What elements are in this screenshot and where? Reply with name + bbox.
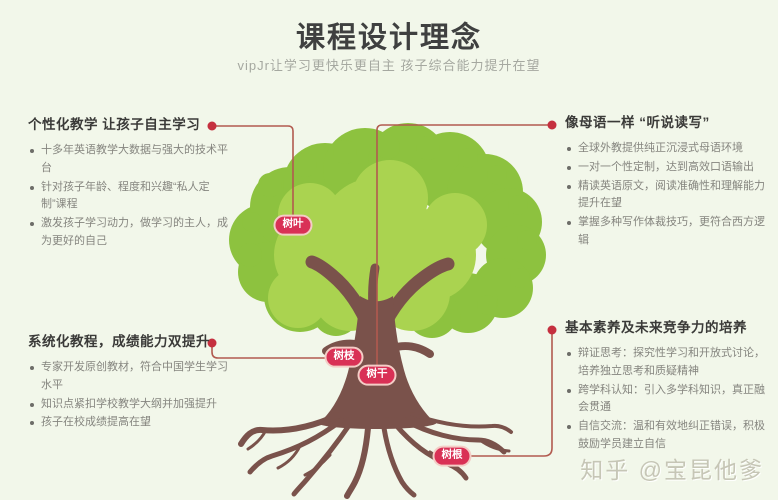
- zhihu-watermark: 知乎 @宝昆他爹: [580, 457, 764, 483]
- block-native-language: 像母语一样 “听说读写” 全球外教提供纯正沉浸式母语环境一对一个性定制，达到高效…: [565, 111, 765, 251]
- bullet-item: 激发孩子学习动力，做学习的主人，成为更好的自己: [28, 215, 228, 251]
- block-heading: 像母语一样 “听说读写”: [565, 115, 710, 130]
- block-heading: 基本素养及未来竞争力的培养: [565, 320, 747, 335]
- bullet-item: 针对孩子年龄、程度和兴趣“私人定制”课程: [28, 179, 228, 215]
- bullet-item: 全球外教提供纯正沉浸式母语环境: [565, 140, 765, 158]
- label-trunk: 树干: [357, 364, 397, 386]
- bullet-item: 辩证思考：探究性学习和开放式讨论，培养独立思考和质疑精神: [565, 345, 767, 381]
- connector-leaves: [214, 125, 294, 216]
- dot-top-right: [547, 120, 557, 130]
- label-branches: 树枝: [324, 346, 364, 368]
- bullet-list: 十多年英语教学大数据与强大的技术平台针对孩子年龄、程度和兴趣“私人定制”课程激发…: [28, 142, 228, 251]
- block-personalized-teaching: 个性化教学 让孩子自主学习 十多年英语教学大数据与强大的技术平台针对孩子年龄、程…: [28, 113, 228, 252]
- block-heading: 个性化教学 让孩子自主学习: [28, 117, 201, 132]
- bullet-item: 自信交流：温和有效地纠正错误，积极鼓励学员建立自信: [565, 418, 767, 454]
- bullet-item: 跨学科认知：引入多学科知识，真正融会贯通: [565, 382, 767, 418]
- bullet-item: 十多年英语教学大数据与强大的技术平台: [28, 142, 228, 178]
- block-systematic-course: 系统化教程，成绩能力双提升 专家开发原创教材，符合中国学生学习水平知识点紧扣学校…: [28, 330, 228, 433]
- connector-lines: [211, 124, 553, 457]
- connector-roots: [470, 334, 553, 457]
- block-core-competence: 基本素养及未来竞争力的培养 辩证思考：探究性学习和开放式讨论，培养独立思考和质疑…: [565, 316, 767, 455]
- bullet-list: 辩证思考：探究性学习和开放式讨论，培养独立思考和质疑精神跨学科认知：引入多学科知…: [565, 345, 767, 454]
- bullet-item: 一对一个性定制，达到高效口语输出: [565, 159, 765, 177]
- block-heading: 系统化教程，成绩能力双提升: [28, 334, 210, 349]
- connector-trunk: [376, 124, 550, 366]
- connector-branches: [211, 347, 327, 359]
- bullet-list: 专家开发原创教材，符合中国学生学习水平知识点紧扣学校教学大纲并加强提升孩子在校成…: [28, 359, 228, 432]
- dot-top-left: [207, 121, 217, 131]
- dot-bottom-left: [207, 338, 217, 348]
- bullet-item: 孩子在校成绩提高在望: [28, 414, 228, 432]
- bullet-item: 专家开发原创教材，符合中国学生学习水平: [28, 359, 228, 395]
- bullet-item: 精读英语原文，阅读准确性和理解能力提升在望: [565, 178, 765, 214]
- bullet-item: 知识点紧扣学校教学大纲并加强提升: [28, 396, 228, 414]
- label-leaves: 树叶: [273, 214, 313, 236]
- connector-dots: [207, 120, 557, 348]
- page-subtitle: vipJr让学习更快乐更自主 孩子综合能力提升在望: [237, 58, 541, 73]
- dot-bottom-right: [547, 325, 557, 335]
- bullet-item: 掌握多种写作体裁技巧，更符合西方逻辑: [565, 214, 765, 250]
- label-roots: 树根: [432, 445, 472, 467]
- bullet-list: 全球外教提供纯正沉浸式母语环境一对一个性定制，达到高效口语输出精读英语原文，阅读…: [565, 140, 765, 250]
- page-title: 课程设计理念: [295, 22, 482, 54]
